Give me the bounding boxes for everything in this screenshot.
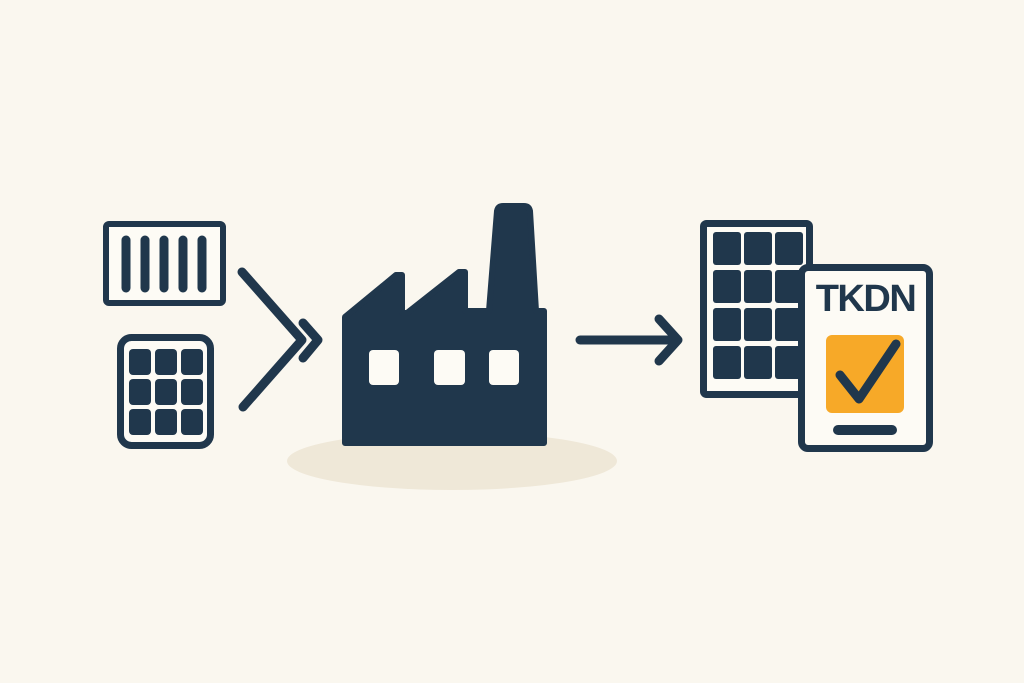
checkmark-icon: [835, 339, 901, 404]
solar-panel-icon: [700, 220, 813, 398]
factory-icon: [342, 203, 547, 446]
flow-right-arrow-icon: [575, 314, 683, 366]
check-square: [826, 335, 904, 413]
cell-grid-component-icon: [117, 334, 214, 449]
certificate-title: TKDN: [815, 278, 917, 320]
striped-component-icon: [103, 221, 226, 306]
tkdn-certificate-card: TKDN: [798, 264, 933, 452]
merge-chevron-arrow-icon: [237, 267, 323, 412]
certificate-underline: [833, 425, 897, 435]
